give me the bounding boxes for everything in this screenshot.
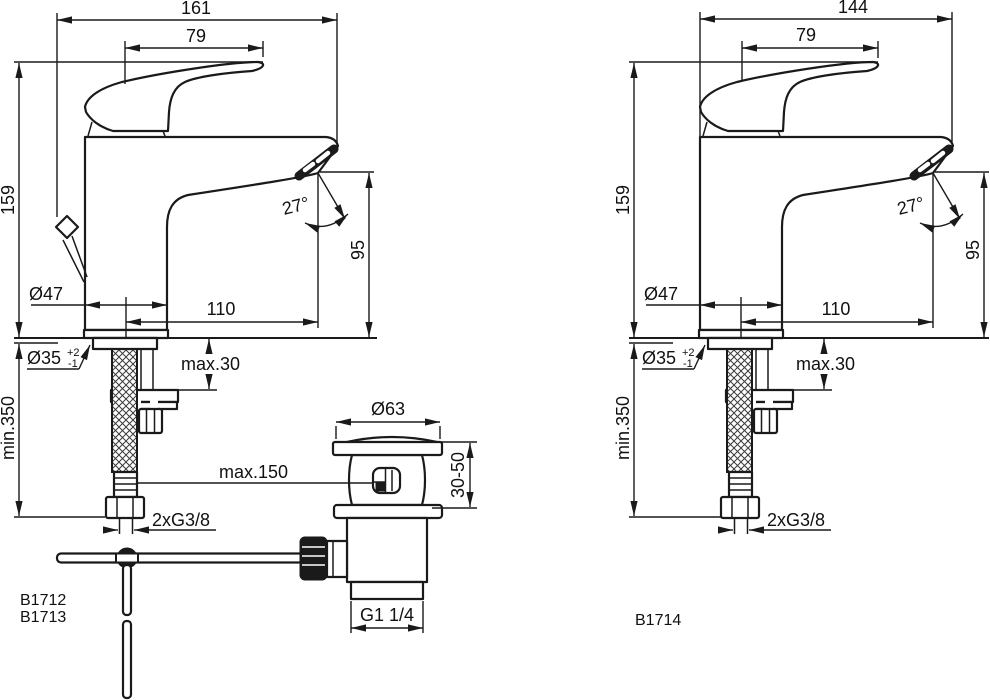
- dim-label-tap-hole: Ø35: [642, 348, 676, 368]
- left-drawing: 161 79 159 95 27°: [0, 0, 477, 700]
- dim-label-tap-hole-tol-minus: -1: [683, 358, 693, 370]
- dim-label-drain-outlet-thread: G1 1/4: [360, 605, 414, 625]
- dim-label-hose-length: min.350: [0, 396, 18, 460]
- dim-outlet-height: 95: [320, 171, 374, 337]
- dim-spout-angle: 27°: [280, 172, 349, 328]
- dim-label-total-height: 159: [0, 185, 18, 215]
- dim-label-hose-length: min.350: [613, 396, 633, 460]
- pop-up-lift-rod: [54, 214, 88, 283]
- dim-label-outlet-height: 95: [963, 240, 983, 260]
- dim-handle-length: 79: [741, 25, 879, 80]
- dim-drain-flange-diameter: Ø63: [335, 399, 441, 439]
- dim-label-tap-hole-tol-plus: +2: [67, 347, 80, 359]
- dim-label-total-height: 159: [613, 185, 633, 215]
- dim-label-supply-connection: 2xG3/8: [767, 510, 825, 530]
- drain-cap-disc: [331, 440, 444, 457]
- drain-lower-body: [345, 516, 429, 584]
- dim-label-handle-length: 79: [186, 26, 206, 46]
- right-faucet: [699, 62, 953, 534]
- dim-label-handle-length: 79: [796, 25, 816, 45]
- dim-supply-connection: 2xG3/8: [718, 510, 831, 534]
- dim-label-tap-hole-tol-minus: -1: [68, 358, 78, 370]
- dim-label-spout-reach: 110: [822, 299, 851, 319]
- dim-spout-reach: 110: [740, 297, 933, 337]
- model-label-b1713: B1713: [20, 609, 66, 626]
- vertical-rod-upper: [121, 563, 133, 617]
- dim-label-spout-reach: 110: [207, 299, 236, 319]
- dim-label-body-diameter: Ø47: [644, 284, 678, 304]
- drain-flange: [332, 503, 444, 520]
- right-drawing: 144 79 159 95 27°: [613, 0, 989, 629]
- dim-overall-width: 144: [699, 0, 953, 142]
- dim-outlet-height: 95: [935, 171, 989, 337]
- horizontal-rod: [55, 552, 305, 564]
- dim-label-supply-connection: 2xG3/8: [152, 510, 210, 530]
- dim-tap-hole: Ø35 +2 -1: [642, 344, 706, 370]
- dim-overall-width: 161: [56, 0, 338, 217]
- model-label-b1714: B1714: [635, 612, 681, 629]
- lift-rod-knob: [54, 214, 80, 240]
- pop-up-linkage: [55, 547, 305, 700]
- dim-hose-length: min.350: [0, 342, 105, 518]
- dim-label-deck-thickness: max.30: [181, 354, 240, 374]
- drain-assembly: [299, 435, 444, 601]
- dim-label-body-diameter: Ø47: [29, 284, 63, 304]
- drain-cap-dome: [345, 435, 439, 444]
- dim-label-spout-angle: 27°: [280, 193, 311, 219]
- dim-label-overall-width: 161: [181, 0, 211, 18]
- dim-supply-connection: 2xG3/8: [103, 510, 216, 534]
- left-faucet: [84, 62, 338, 534]
- vertical-rod-lower: [121, 619, 133, 700]
- drain-tail-pipe: [349, 580, 425, 601]
- dim-label-drain-flange-diameter: Ø63: [371, 399, 405, 419]
- dim-total-height: 159: [0, 61, 263, 337]
- dim-label-outlet-height: 95: [348, 240, 368, 260]
- dim-deck-thickness: max.30: [793, 339, 855, 391]
- dim-drain-outlet-thread: G1 1/4: [350, 601, 424, 633]
- dim-spout-reach: 110: [125, 297, 318, 337]
- dim-label-spout-angle: 27°: [895, 193, 926, 219]
- dim-tap-hole: Ø35 +2 -1: [27, 344, 91, 370]
- dim-label-drain-height-range: 30-50: [448, 452, 468, 498]
- dim-hose-length: min.350: [613, 342, 721, 518]
- dim-label-deck-thickness: max.30: [796, 354, 855, 374]
- dim-total-height: 159: [613, 61, 878, 337]
- dim-label-tap-hole: Ø35: [27, 348, 61, 368]
- model-label-b1712: B1712: [20, 592, 66, 609]
- dim-rod-length: max.150: [137, 462, 373, 484]
- rod-knob: [299, 536, 328, 581]
- dim-label-rod-length: max.150: [219, 462, 288, 482]
- dim-drain-height-range: 30-50: [432, 441, 477, 509]
- dim-deck-thickness: max.30: [178, 339, 240, 391]
- rod-collar: [325, 539, 349, 579]
- dim-spout-angle: 27°: [895, 172, 964, 328]
- dim-label-tap-hole-tol-plus: +2: [682, 347, 695, 359]
- dim-label-overall-width: 144: [838, 0, 868, 17]
